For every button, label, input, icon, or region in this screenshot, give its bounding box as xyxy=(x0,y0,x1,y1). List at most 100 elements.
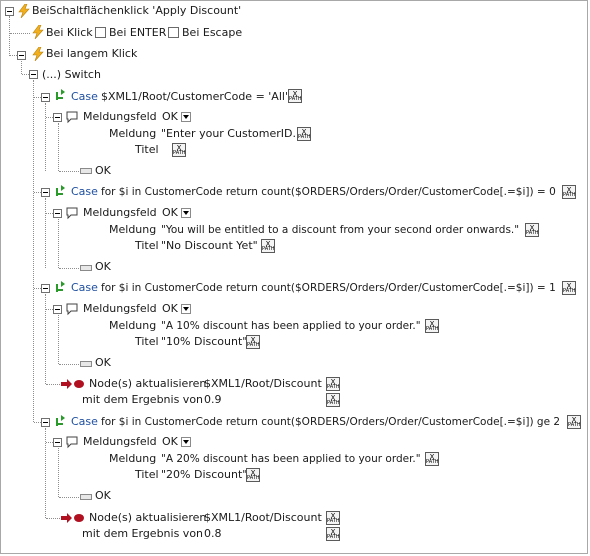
case1-messagebox-label: Meldungsfeld xyxy=(83,110,157,123)
xpath-edit-icon[interactable] xyxy=(326,527,340,541)
xpath-edit-icon[interactable] xyxy=(525,223,539,237)
ok-button-icon xyxy=(80,494,92,500)
on-enter-label: Bei ENTER xyxy=(109,26,167,39)
case2-keyword: Case xyxy=(71,185,98,198)
case4-title-label: Titel xyxy=(135,468,159,481)
xpath-edit-icon[interactable] xyxy=(425,452,439,466)
update-node-arrow-icon xyxy=(61,379,84,389)
case2-messagebox-toggle[interactable] xyxy=(53,209,62,218)
case4-messagebox-label: Meldungsfeld xyxy=(83,435,157,448)
chevron-down-icon[interactable] xyxy=(181,208,191,218)
xpath-edit-icon[interactable] xyxy=(246,468,260,482)
case3-title-label: Titel xyxy=(135,335,159,348)
xpath-edit-icon[interactable] xyxy=(326,393,340,407)
root-event-label: BeiSchaltflächenklick 'Apply Discount' xyxy=(32,4,242,17)
case4-result-value[interactable]: 0.8 xyxy=(204,527,222,540)
case4-message-value[interactable]: "A 20% discount has been applied to your… xyxy=(161,453,421,465)
xpath-edit-icon[interactable] xyxy=(288,89,302,103)
case4-collapse-toggle[interactable] xyxy=(41,418,50,427)
case4-result-label: mit dem Ergebnis von xyxy=(82,527,204,540)
case4-update-target[interactable]: $XML1/Root/Discount xyxy=(204,511,322,524)
xpath-edit-icon[interactable] xyxy=(261,239,275,253)
xpath-edit-icon[interactable] xyxy=(562,281,576,295)
on-escape-label: Bei Escape xyxy=(182,26,243,39)
case2-collapse-toggle[interactable] xyxy=(41,188,50,197)
case4-messagebox-toggle[interactable] xyxy=(53,438,62,447)
on-enter-checkbox[interactable] xyxy=(95,27,106,38)
ok-button-icon xyxy=(80,168,92,174)
case4-button-select[interactable]: OK xyxy=(162,435,178,448)
long-click-collapse-toggle[interactable] xyxy=(17,51,26,60)
on-click-label: Bei Klick xyxy=(46,26,93,39)
case2-title-value[interactable]: "No Discount Yet" xyxy=(161,239,258,252)
lightning-bolt-icon xyxy=(32,47,44,61)
case2-message-value[interactable]: "You will be entitled to a discount from… xyxy=(161,224,520,236)
case1-message-value[interactable]: "Enter your CustomerID." xyxy=(161,127,302,140)
case1-collapse-toggle[interactable] xyxy=(41,93,50,102)
switch-collapse-toggle[interactable] xyxy=(29,70,38,79)
lightning-bolt-icon xyxy=(18,4,30,18)
ok-button-icon xyxy=(80,265,92,271)
case3-messagebox-toggle[interactable] xyxy=(53,305,62,314)
case3-message-value[interactable]: "A 10% discount has been applied to your… xyxy=(161,320,421,332)
case4-keyword: Case xyxy=(71,415,98,428)
case2-expression[interactable]: for $i in CustomerCode return count($ORD… xyxy=(101,186,556,198)
update-node-arrow-icon xyxy=(61,513,84,523)
xpath-edit-icon[interactable] xyxy=(562,185,576,199)
case4-title-value[interactable]: "20% Discount" xyxy=(161,468,248,481)
speech-bubble-icon xyxy=(66,303,78,316)
case3-collapse-toggle[interactable] xyxy=(41,284,50,293)
case-flow-icon xyxy=(56,415,65,426)
case2-ok-label: OK xyxy=(95,260,111,273)
case3-keyword: Case xyxy=(71,281,98,294)
case3-result-label: mit dem Ergebnis von xyxy=(82,393,204,406)
speech-bubble-icon xyxy=(66,436,78,449)
case3-update-target[interactable]: $XML1/Root/Discount xyxy=(204,377,322,390)
case4-message-label: Meldung xyxy=(109,452,157,465)
case1-messagebox-toggle[interactable] xyxy=(53,113,62,122)
case1-button-select[interactable]: OK xyxy=(162,110,178,123)
speech-bubble-icon xyxy=(66,207,78,220)
case3-expression[interactable]: for $i in CustomerCode return count($ORD… xyxy=(101,282,556,294)
case3-ok-label: OK xyxy=(95,356,111,369)
chevron-down-icon[interactable] xyxy=(181,112,191,122)
case1-ok-label: OK xyxy=(95,164,111,177)
case4-ok-label: OK xyxy=(95,489,111,502)
switch-label: (...) Switch xyxy=(42,68,101,81)
case3-message-label: Meldung xyxy=(109,319,157,332)
case2-messagebox-label: Meldungsfeld xyxy=(83,206,157,219)
case4-update-label: Node(s) aktualisieren xyxy=(89,511,207,524)
case1-title-label: Titel xyxy=(135,143,159,156)
case2-button-select[interactable]: OK xyxy=(162,206,178,219)
xpath-edit-icon[interactable] xyxy=(246,335,260,349)
xpath-edit-icon[interactable] xyxy=(567,415,581,429)
case-flow-icon xyxy=(56,281,65,292)
xpath-edit-icon[interactable] xyxy=(326,511,340,525)
chevron-down-icon[interactable] xyxy=(181,437,191,447)
lightning-bolt-icon xyxy=(32,25,44,39)
case3-messagebox-label: Meldungsfeld xyxy=(83,302,157,315)
case1-keyword: Case xyxy=(71,90,98,103)
speech-bubble-icon xyxy=(66,111,78,124)
case2-title-label: Titel xyxy=(135,239,159,252)
xpath-edit-icon[interactable] xyxy=(172,143,186,157)
xpath-edit-icon[interactable] xyxy=(297,127,311,141)
case-flow-icon xyxy=(56,185,65,196)
case2-message-label: Meldung xyxy=(109,223,157,236)
case4-expression[interactable]: for $i in CustomerCode return count($ORD… xyxy=(101,416,561,428)
case-flow-icon xyxy=(56,89,65,100)
case3-update-label: Node(s) aktualisieren xyxy=(89,377,207,390)
on-escape-checkbox[interactable] xyxy=(168,27,179,38)
chevron-down-icon[interactable] xyxy=(181,304,191,314)
case3-button-select[interactable]: OK xyxy=(162,302,178,315)
case3-result-value[interactable]: 0.9 xyxy=(204,393,222,406)
long-click-label: Bei langem Klick xyxy=(46,47,138,60)
case1-expression[interactable]: $XML1/Root/CustomerCode = 'All' xyxy=(101,90,288,103)
case3-title-value[interactable]: "10% Discount" xyxy=(161,335,248,348)
xpath-edit-icon[interactable] xyxy=(326,377,340,391)
root-collapse-toggle[interactable] xyxy=(5,7,14,16)
case1-message-label: Meldung xyxy=(109,127,157,140)
ok-button-icon xyxy=(80,361,92,367)
xpath-edit-icon[interactable] xyxy=(425,319,439,333)
